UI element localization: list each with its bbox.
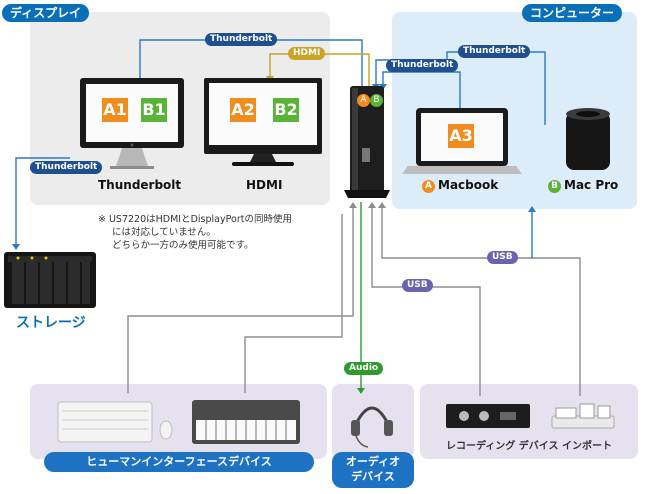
audio-caption-line1: オーディオ	[345, 455, 401, 468]
macbook-label-text: Macbook	[438, 178, 499, 192]
thunderbolt-line-macpro	[375, 51, 546, 125]
display-group-title: ディスプレイ	[2, 4, 90, 22]
note-line-2: には対応していません。	[112, 227, 216, 238]
thunderbolt-pill-storage: Thunderbolt	[30, 161, 103, 174]
monitor1-label: Thunderbolt	[98, 178, 182, 192]
monitor-thunderbolt	[80, 78, 184, 169]
marker-a-icon: A	[422, 180, 435, 193]
screen-tile-a2: A2	[230, 98, 256, 122]
recording-caption: レコーディング デバイス インポート	[446, 441, 612, 452]
thunderbolt-line-macbook	[382, 71, 461, 108]
arrow-icon	[528, 206, 536, 212]
headset-device	[351, 406, 393, 448]
monitor2-label: HDMI	[246, 178, 283, 192]
computer-group-title: コンピューター	[522, 4, 623, 22]
storage-device	[4, 252, 96, 308]
arrow-icon	[12, 244, 20, 250]
usb-line-cardreader	[381, 206, 581, 396]
screen-tile-b2: B2	[273, 98, 299, 122]
audio-panel	[332, 384, 414, 459]
docking-station	[344, 86, 390, 198]
thunderbolt-pill-macpro: Thunderbolt	[458, 45, 531, 58]
marker-b-icon: B	[548, 180, 561, 193]
thunderbolt-pill-macbook: Thunderbolt	[386, 59, 459, 72]
arrow-icon	[378, 202, 386, 208]
note-line-3: どちらか一方のみ使用可能です。	[112, 240, 254, 251]
audio-caption-line2: デバイス	[351, 470, 395, 483]
card-reader-device	[551, 403, 615, 429]
arrow-icon	[368, 202, 376, 208]
screen-tile-a1: A1	[102, 98, 128, 122]
note-line-1: ※ US7220はHDMIとDisplayPortの同時使用	[98, 214, 292, 225]
macpro-label-text: Mac Pro	[564, 178, 619, 192]
hdmi-pill: HDMI	[288, 47, 326, 60]
dock-marker-a: A	[357, 94, 370, 107]
thunderbolt-line-storage	[15, 157, 70, 246]
audio-caption: オーディオ デバイス	[332, 452, 414, 488]
piano-keyboard-device	[192, 400, 300, 444]
arrow-icon	[349, 202, 357, 208]
hid-caption: ヒューマンインターフェースデバイス	[44, 452, 314, 472]
storage-label: ストレージ	[16, 315, 86, 331]
usb-line-keyboard-instrument	[244, 214, 343, 393]
macpro-device	[566, 108, 610, 170]
thunderbolt-pill-top: Thunderbolt	[205, 33, 278, 46]
usb-line-capture	[371, 206, 481, 396]
screen-tile-b1: B1	[141, 98, 167, 122]
audio-pill: Audio	[344, 362, 384, 375]
screen-tile-a3: A3	[448, 124, 474, 148]
dock-marker-b: B	[370, 94, 383, 107]
arrow-icon	[357, 388, 365, 394]
usb-line-keyboard	[127, 206, 354, 393]
capture-box-device	[446, 404, 530, 428]
usb-pill-middle: USB	[402, 279, 433, 292]
monitor-hdmi	[204, 78, 322, 166]
usb-pill-right: USB	[487, 251, 518, 264]
keyboard-device	[57, 401, 173, 443]
compatibility-note: ※ US7220はHDMIとDisplayPortの同時使用 には対応していませ…	[98, 213, 292, 252]
